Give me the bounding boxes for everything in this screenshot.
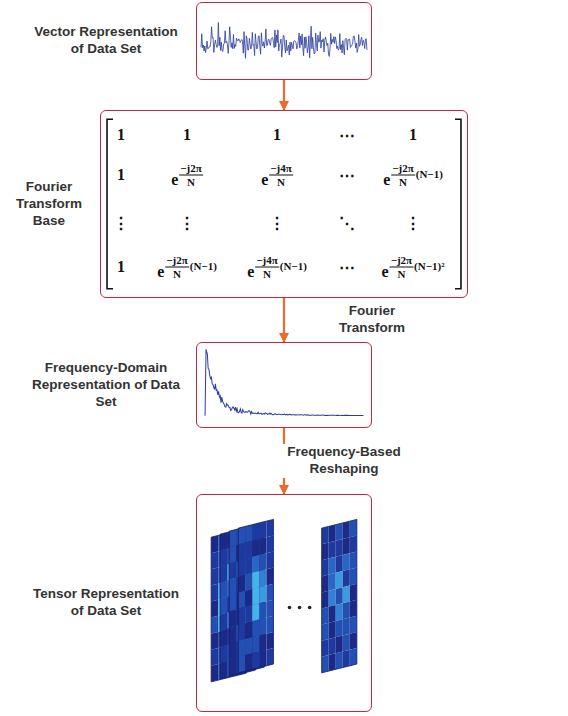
matrix-entry: −j2π bbox=[179, 162, 202, 176]
matrix-cell: 1 bbox=[117, 166, 125, 184]
waveform-line bbox=[201, 22, 367, 58]
exponent-fraction: −j4πN bbox=[255, 254, 278, 280]
exponent-fraction: −j2πN bbox=[179, 162, 202, 188]
matrix-cell: ⋱ bbox=[339, 214, 355, 233]
tensor-slice bbox=[238, 519, 273, 672]
matrix-cell: ⋮ bbox=[179, 214, 195, 233]
matrix-cell: 1 bbox=[183, 126, 191, 144]
matrix-cell: e−j2πN(N−1)² bbox=[382, 254, 445, 281]
matrix-entry: ⋯ bbox=[339, 126, 355, 145]
signal-box: Vector Representation of Data Set bbox=[196, 2, 372, 80]
matrix-cell: e−j2πN(N−1) bbox=[157, 254, 217, 281]
matrix-entry: −j4π bbox=[269, 162, 292, 176]
matrix-entry: e bbox=[382, 263, 389, 281]
tensor-box: Tensor Representation of Data Set bbox=[196, 494, 372, 712]
node-heading: Vector Representation of Data Set bbox=[31, 24, 181, 58]
matrix-entry: N bbox=[187, 175, 195, 188]
matrix-entry: 1 bbox=[117, 126, 125, 144]
spectrum-line bbox=[205, 349, 363, 415]
matrix-entry: ⋯ bbox=[339, 258, 355, 277]
matrix-entry: −j2π bbox=[390, 254, 413, 268]
matrix-cell: e−j2πN bbox=[171, 162, 203, 189]
matrix-entry: ⋱ bbox=[339, 214, 355, 233]
matrix-entry: N bbox=[263, 267, 271, 280]
node-heading: Tensor Representation of Data Set bbox=[31, 586, 181, 620]
matrix-entry: −j2π bbox=[391, 162, 414, 176]
matrix-entry: N bbox=[277, 175, 285, 188]
exponent-fraction: −j4πN bbox=[269, 162, 292, 188]
tensor-slice bbox=[211, 528, 246, 681]
spectrum-box: Frequency-Domain Representation of Data … bbox=[196, 342, 372, 428]
matrix-cell: e−j4πN bbox=[261, 162, 293, 189]
matrix-entry: (N−1) bbox=[416, 168, 443, 180]
matrix-entry: ⋮ bbox=[113, 214, 129, 233]
matrix-cell: ⋮ bbox=[405, 214, 421, 233]
matrix-entry: 1 bbox=[409, 126, 417, 144]
matrix-cell: 1 bbox=[409, 126, 417, 144]
matrix-cell: 1 bbox=[273, 126, 281, 144]
matrix-cell: ⋯ bbox=[339, 126, 355, 145]
matrix-cell: e−j4πN(N−1) bbox=[247, 254, 307, 281]
matrix-entry: e bbox=[171, 171, 178, 189]
flow-arrow bbox=[283, 298, 285, 342]
matrix-entry: e bbox=[261, 171, 268, 189]
matrix-cell: ⋯ bbox=[339, 166, 355, 185]
matrix-entry: 1 bbox=[117, 258, 125, 276]
matrix-cell: 1 bbox=[117, 126, 125, 144]
matrix-entry: e bbox=[383, 171, 390, 189]
matrix-entry: e bbox=[157, 263, 164, 281]
matrix-entry: ⋮ bbox=[179, 214, 195, 233]
tensor-slices bbox=[197, 495, 371, 711]
matrix-entry: (N−1)² bbox=[414, 260, 444, 272]
matrix-entry: N bbox=[397, 267, 405, 280]
matrix-entry: −j4π bbox=[255, 254, 278, 268]
tensor-slice bbox=[229, 522, 264, 675]
ellipsis-dot bbox=[308, 606, 312, 610]
matrix-entry: ⋮ bbox=[269, 214, 285, 233]
matrix-entry: N bbox=[173, 267, 181, 280]
matrix-cell: e−j2πN(N−1) bbox=[383, 162, 443, 189]
matrix-entry: (N−1) bbox=[280, 260, 307, 272]
matrix-entry: ⋯ bbox=[339, 166, 355, 185]
matrix-entry: (N−1) bbox=[190, 260, 217, 272]
matrix-cell: ⋯ bbox=[339, 258, 355, 277]
tensor-slice bbox=[220, 525, 255, 678]
exponent-fraction: −j2πN bbox=[390, 254, 413, 280]
waveform-plot bbox=[197, 3, 371, 79]
matrix-cell: 1 bbox=[117, 258, 125, 276]
node-heading: Frequency-Domain Representation of Data … bbox=[31, 360, 181, 411]
node-heading: Fourier Transform Base bbox=[3, 179, 95, 230]
matrix-entry: 1 bbox=[183, 126, 191, 144]
matrix-entry: e bbox=[247, 263, 254, 281]
edge-label: Frequency-Based Reshaping bbox=[274, 444, 414, 478]
right-bracket bbox=[455, 119, 461, 288]
edge-label: Fourier Transform bbox=[327, 303, 417, 337]
matrix-entry: 1 bbox=[117, 166, 125, 184]
matrix-cell: ⋮ bbox=[269, 214, 285, 233]
matrix-entry: 1 bbox=[273, 126, 281, 144]
matrix-entry: −j2π bbox=[165, 254, 188, 268]
exponent-fraction: −j2πN bbox=[391, 162, 414, 188]
matrix-cell: ⋮ bbox=[113, 214, 129, 233]
tensor-slice bbox=[322, 519, 357, 672]
matrix-entry: N bbox=[399, 175, 407, 188]
spectrum-plot bbox=[197, 343, 371, 427]
ellipsis-dot bbox=[288, 606, 292, 610]
matrix-box: Fourier Transform Base111⋯11e−j2πNe−j4πN… bbox=[100, 110, 468, 298]
left-bracket bbox=[107, 119, 113, 288]
ellipsis-dot bbox=[298, 606, 302, 610]
matrix-entry: ⋮ bbox=[405, 214, 421, 233]
exponent-fraction: −j2πN bbox=[165, 254, 188, 280]
flow-arrow bbox=[283, 80, 285, 110]
